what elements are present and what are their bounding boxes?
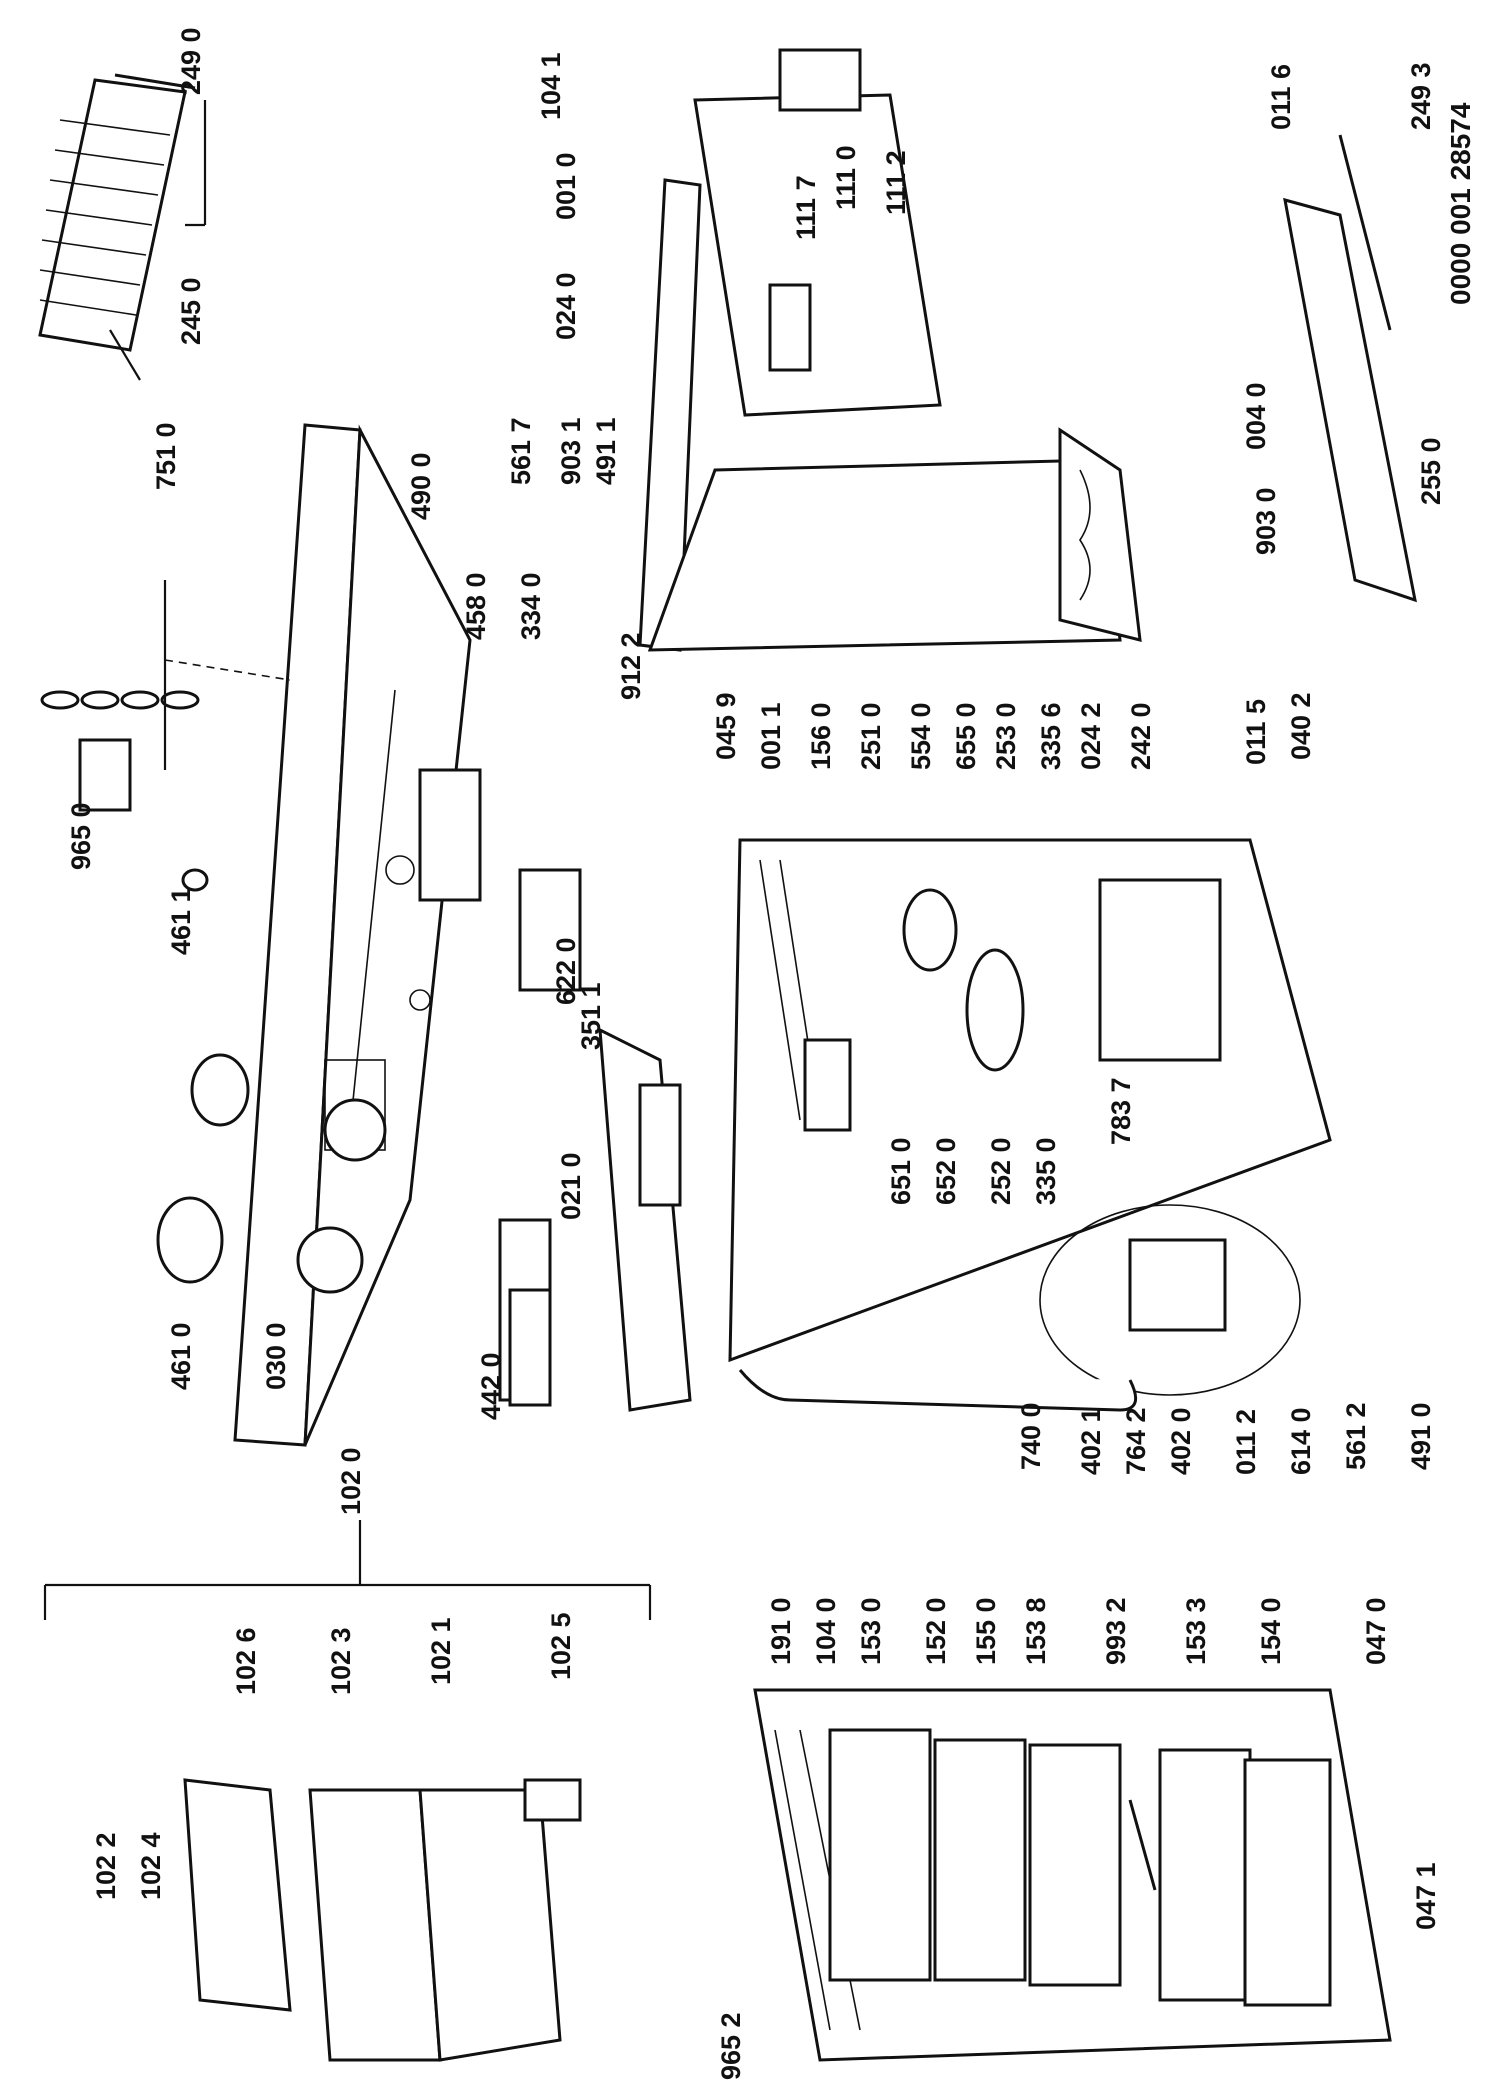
part-label-614-0: 614 0 <box>1286 1407 1316 1475</box>
part-label-993-2: 993 2 <box>1101 1597 1131 1665</box>
part-label-102-2: 102 2 <box>91 1832 121 1900</box>
part-label-335-0: 335 0 <box>1031 1137 1061 1205</box>
part-label-249-3: 249 3 <box>1406 62 1436 130</box>
part-label-024-2: 024 2 <box>1076 702 1106 770</box>
inner-cabinet-part <box>728 838 1332 1363</box>
part-label-104-1: 104 1 <box>536 52 566 120</box>
part-label-153-8: 153 8 <box>1021 1597 1051 1665</box>
part-label-154-0: 154 0 <box>1256 1597 1286 1665</box>
part-label-554-0: 554 0 <box>906 702 936 770</box>
part-label-021-0: 021 0 <box>556 1152 586 1220</box>
cabinet-shell-part <box>1058 427 1142 642</box>
upper-cabinet-part <box>638 48 1122 652</box>
part-label-402-0: 402 0 <box>1166 1407 1196 1475</box>
part-label-622-0: 622 0 <box>551 937 581 1005</box>
part-label-655-0: 655 0 <box>951 702 981 770</box>
part-label-461-1: 461 1 <box>166 887 196 955</box>
part-label-903-1: 903 1 <box>556 417 586 485</box>
part-label-965-0: 965 0 <box>66 802 96 870</box>
bracket-102-0 <box>43 1520 652 1620</box>
part-label-251-0: 251 0 <box>856 702 886 770</box>
glass-shelf-part <box>1283 134 1417 603</box>
part-label-491-1: 491 1 <box>591 417 621 485</box>
part-label-561-7: 561 7 <box>506 417 536 485</box>
part-label-045-9: 045 9 <box>711 692 741 760</box>
part-label-461-0: 461 0 <box>166 1322 196 1390</box>
part-label-740-0: 740 0 <box>1016 1402 1046 1470</box>
part-label-252-0: 252 0 <box>986 1137 1016 1205</box>
part-label-903-0: 903 0 <box>1251 487 1281 555</box>
part-labels: 249 0 245 0 751 0 965 0 461 1 461 0 030 0 442 0… <box>66 27 1446 2080</box>
part-label-001-0: 001 0 <box>551 152 581 220</box>
part-label-652-0: 652 0 <box>931 1137 961 1205</box>
part-label-351-1: 351 1 <box>576 982 606 1050</box>
part-label-102-5: 102 5 <box>546 1612 576 1680</box>
part-label-153-0: 153 0 <box>856 1597 886 1665</box>
part-label-651-0: 651 0 <box>886 1137 916 1205</box>
worktop-part <box>233 423 472 1447</box>
part-label-335-6: 335 6 <box>1036 702 1066 770</box>
part-label-253-0: 253 0 <box>991 702 1021 770</box>
part-label-104-0: 104 0 <box>811 1597 841 1665</box>
compressor-part <box>738 1204 1301 1412</box>
part-label-255-0: 255 0 <box>1416 437 1446 505</box>
part-label-001-1: 001 1 <box>756 702 786 770</box>
part-label-242-0: 242 0 <box>1126 702 1156 770</box>
part-label-011-6: 011 6 <box>1266 64 1296 130</box>
part-label-245-0: 245 0 <box>176 277 206 345</box>
part-label-764-2: 764 2 <box>1121 1407 1151 1475</box>
part-label-912-2: 912 2 <box>616 632 646 700</box>
part-label-102-0: 102 0 <box>336 1447 366 1515</box>
part-label-491-0: 491 0 <box>1406 1402 1436 1470</box>
part-label-442-0: 442 0 <box>476 1352 506 1420</box>
part-label-024-0: 024 0 <box>551 272 581 340</box>
part-label-111-7: 111 7 <box>791 175 821 240</box>
part-label-402-1: 402 1 <box>1076 1407 1106 1475</box>
part-label-490-0: 490 0 <box>406 452 436 520</box>
part-label-965-2: 965 2 <box>716 2012 746 2080</box>
freezer-door-part <box>183 1778 582 2062</box>
part-label-011-5: 011 5 <box>1241 699 1271 765</box>
control-box-part <box>418 768 692 1412</box>
part-label-783-7: 783 7 <box>1106 1077 1136 1145</box>
part-label-249-0: 249 0 <box>176 27 206 95</box>
part-label-153-3: 153 3 <box>1181 1597 1211 1665</box>
part-label-191-0: 191 0 <box>766 1597 796 1665</box>
part-label-047-1: 047 1 <box>1411 1862 1441 1930</box>
part-label-047-0: 047 0 <box>1361 1597 1391 1665</box>
part-label-030-0: 030 0 <box>261 1322 291 1390</box>
part-label-040-2: 040 2 <box>1286 692 1316 760</box>
lamp-part <box>508 1083 682 1407</box>
part-label-111-2: 111 2 <box>881 150 911 215</box>
part-label-102-4: 102 4 <box>136 1832 166 1900</box>
part-label-111-0: 111 0 <box>831 145 861 210</box>
part-label-458-0: 458 0 <box>461 572 491 640</box>
burner-assembly-part <box>40 690 250 1284</box>
part-label-102-3: 102 3 <box>326 1627 356 1695</box>
part-label-156-0: 156 0 <box>806 702 836 770</box>
wire-shelf-part <box>38 73 196 352</box>
catalogue-code: 0000 001 28574 <box>1445 102 1476 305</box>
part-label-011-2: 011 2 <box>1231 1409 1261 1475</box>
part-label-004-0: 004 0 <box>1241 382 1271 450</box>
part-label-102-6: 102 6 <box>231 1627 261 1695</box>
part-label-102-1: 102 1 <box>426 1617 456 1685</box>
part-label-561-2: 561 2 <box>1341 1402 1371 1470</box>
part-label-751-0: 751 0 <box>151 422 181 490</box>
door-part <box>753 1688 1392 2062</box>
part-label-334-0: 334 0 <box>516 572 546 640</box>
part-label-155-0: 155 0 <box>971 1597 1001 1665</box>
part-label-152-0: 152 0 <box>921 1597 951 1665</box>
